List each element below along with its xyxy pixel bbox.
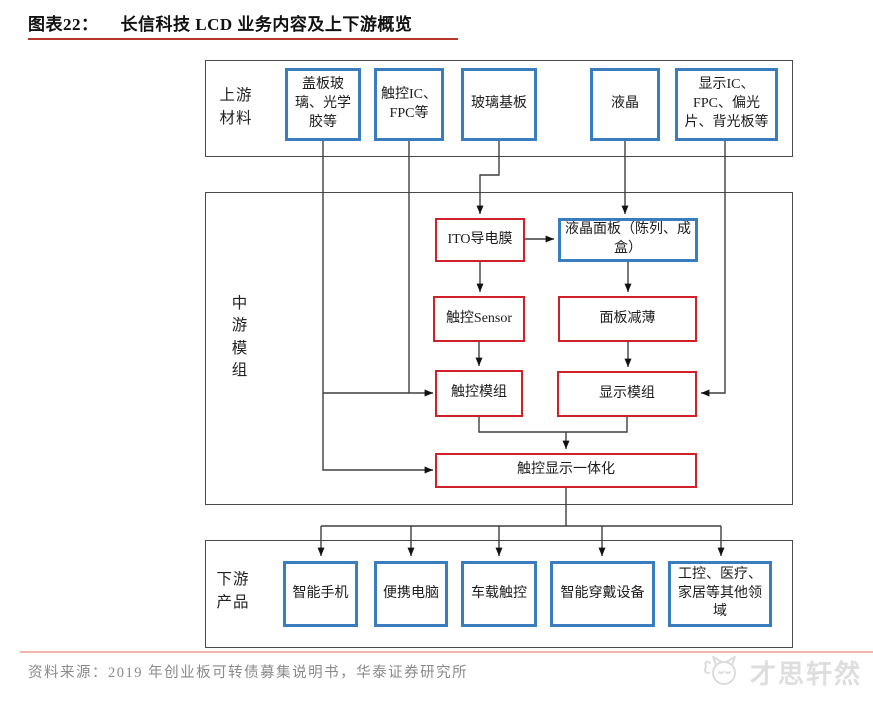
node-industrial-medical-home: 工控、医疗、家居等其他领域	[668, 561, 772, 627]
midstream-section-label: 中游模组	[231, 295, 249, 380]
node-panel-thinning: 面板减薄	[558, 296, 697, 342]
cat-logo-icon	[704, 656, 736, 685]
node-cover-glass: 盖板玻璃、光学胶等	[285, 68, 361, 141]
figure-title-text: 长信科技 LCD 业务内容及上下游概览	[120, 15, 413, 34]
node-display-module: 显示模组	[557, 371, 697, 417]
node-liquid-crystal: 液晶	[590, 68, 660, 141]
watermark: 才思轩然	[702, 653, 862, 691]
source-note: 资料来源：2019 年创业板可转债募集说明书，华泰证券研究所	[28, 665, 469, 681]
figure-number: 图表22：	[28, 15, 99, 34]
node-smartphone: 智能手机	[283, 561, 358, 627]
node-glass-substrate: 玻璃基板	[461, 68, 537, 141]
node-touch-sensor: 触控Sensor	[433, 296, 525, 342]
footer-divider	[20, 651, 873, 653]
node-laptop: 便携电脑	[374, 561, 448, 627]
node-touch-display-integration: 触控显示一体化	[435, 453, 697, 488]
downstream-section-label: 下游产品	[216, 571, 250, 612]
node-wearable: 智能穿戴设备	[550, 561, 655, 627]
node-lcd-panel: 液晶面板（陈列、成盒）	[558, 218, 698, 262]
node-touch-module: 触控模组	[435, 370, 523, 417]
figure-title: 图表22： 长信科技 LCD 业务内容及上下游概览	[28, 10, 412, 35]
node-touch-ic: 触控IC、FPC等	[374, 68, 444, 141]
watermark-text: 才思轩然	[750, 659, 863, 689]
title-underline	[28, 38, 458, 40]
node-automotive-touch: 车载触控	[461, 561, 537, 627]
upstream-section-label: 上游材料	[219, 87, 253, 128]
node-display-ic: 显示IC、FPC、偏光片、背光板等	[675, 68, 778, 141]
node-ito-film: ITO导电膜	[435, 218, 525, 262]
